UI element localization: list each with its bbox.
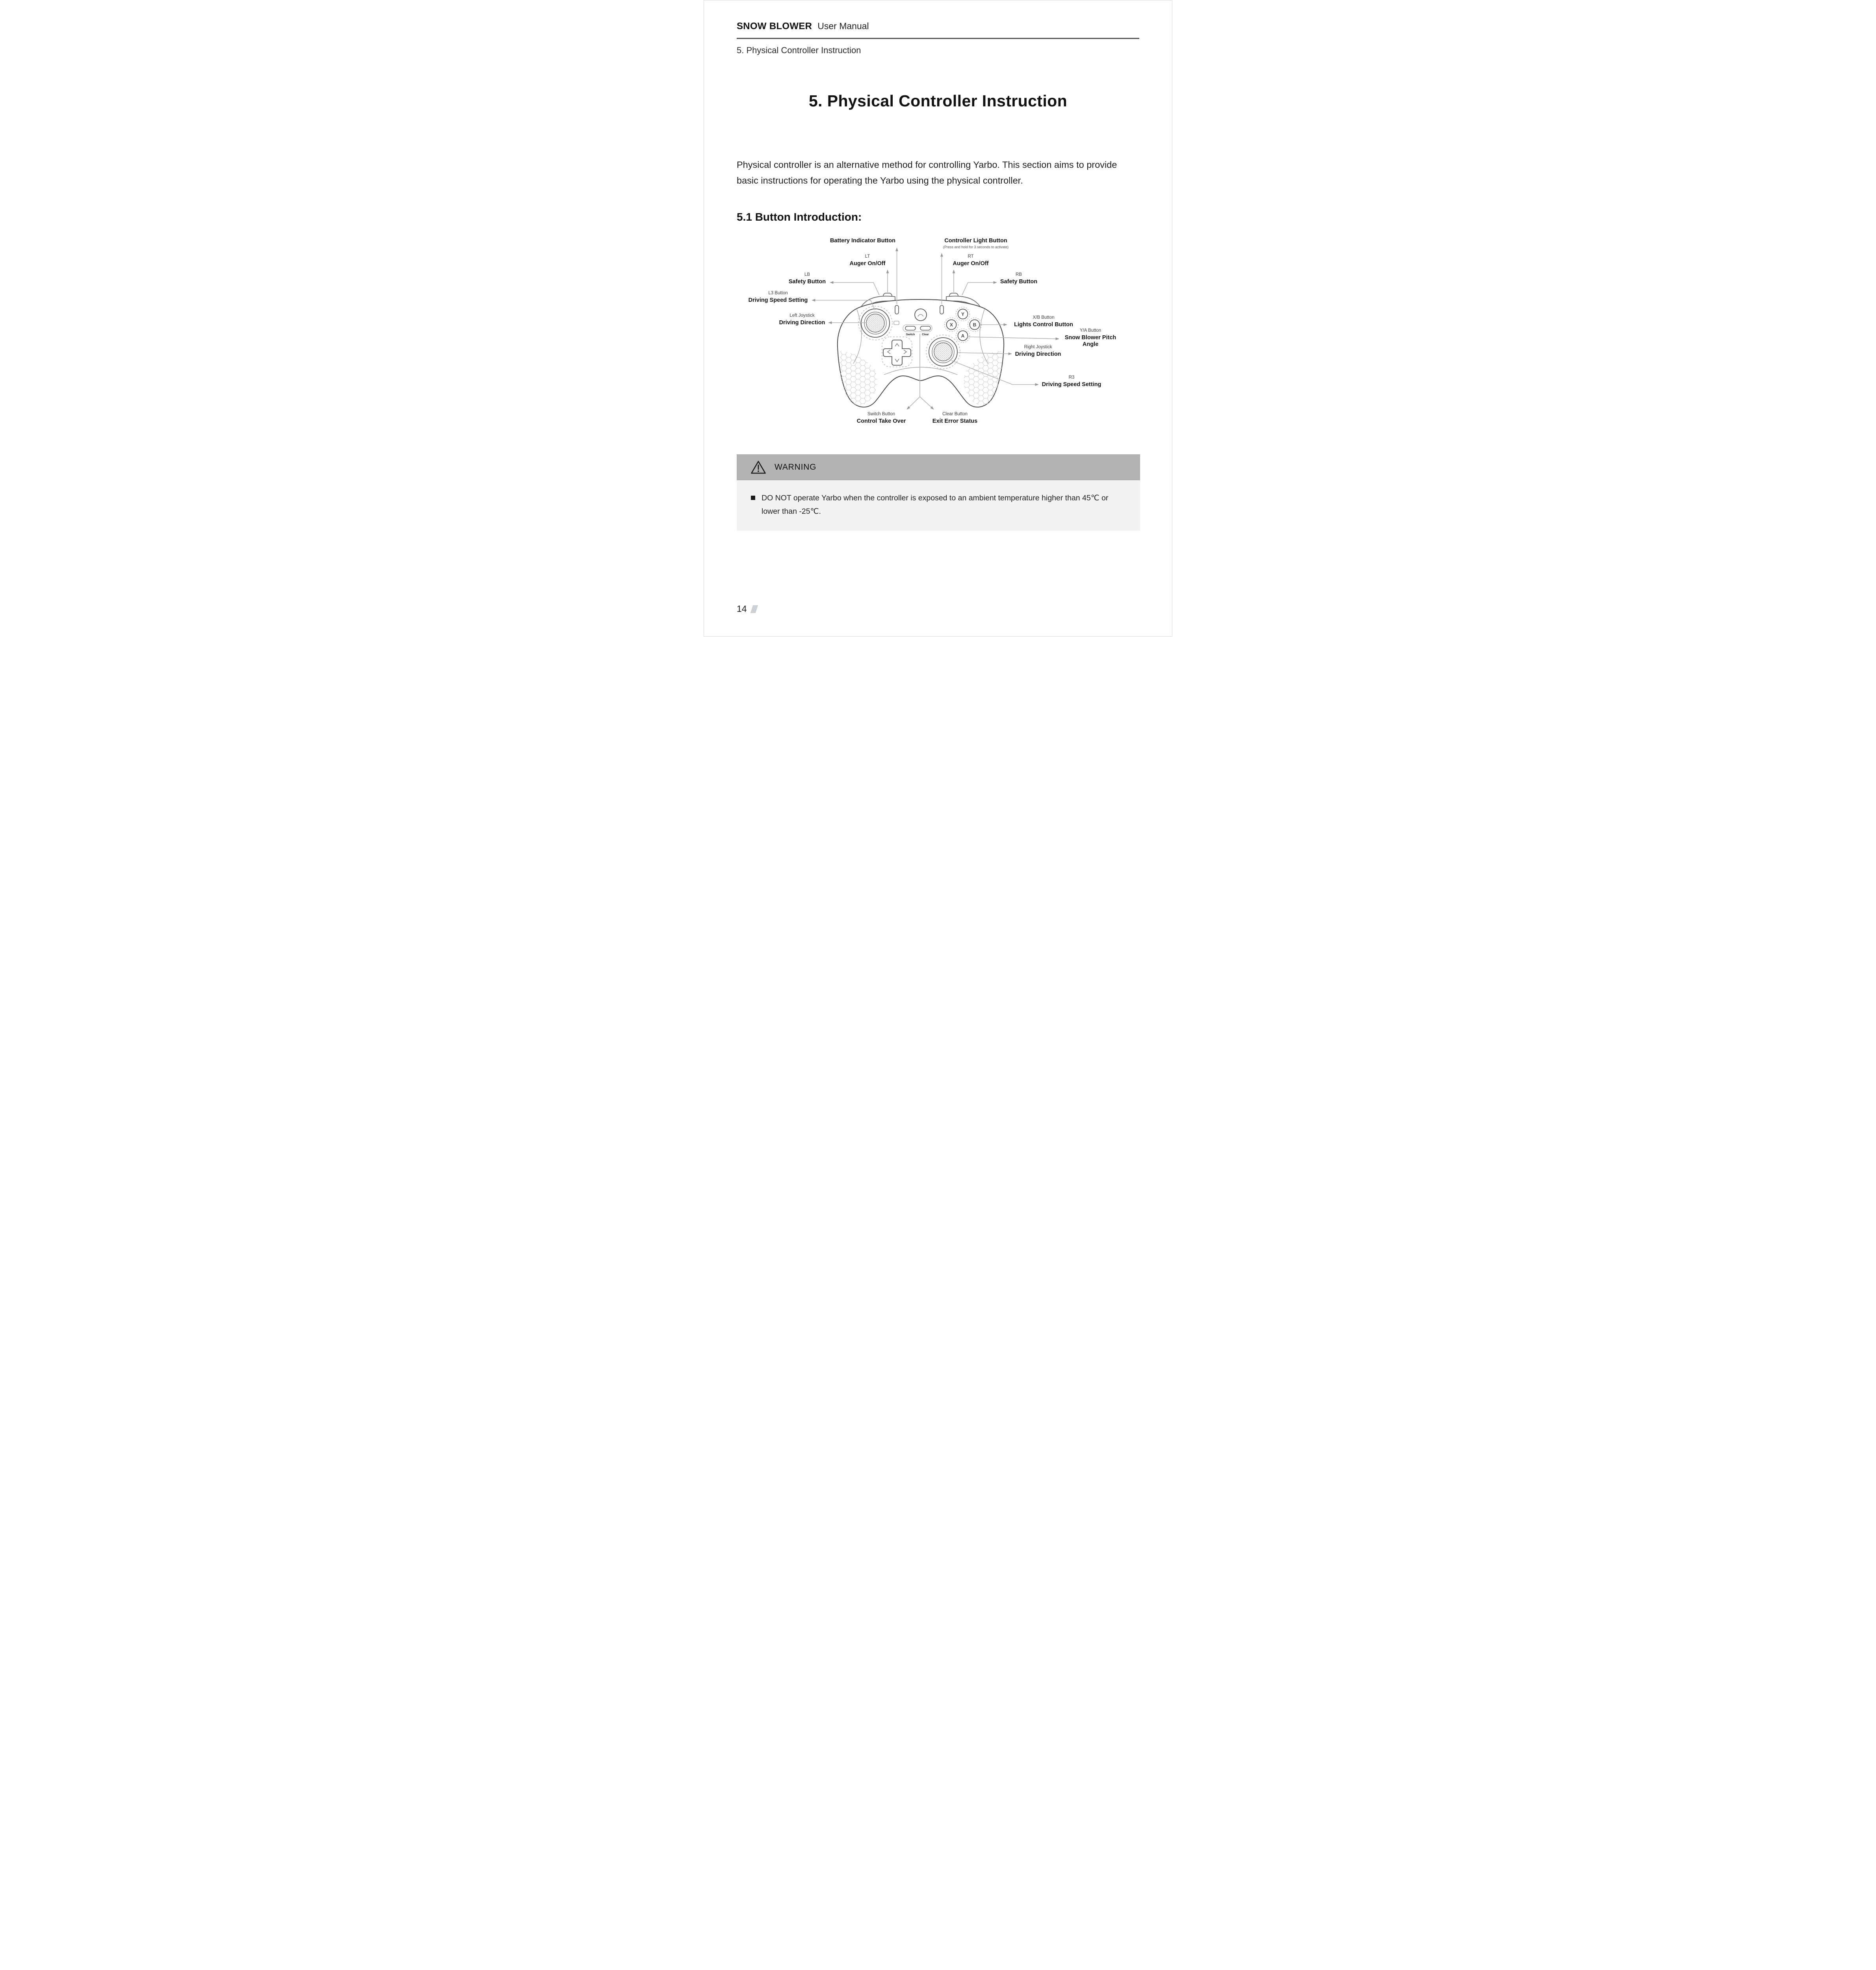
body-seams	[853, 309, 988, 375]
document-header: SNOW BLOWER User Manual	[737, 21, 1139, 32]
callout-button-name: LB	[804, 272, 810, 277]
left-joystick	[858, 306, 893, 340]
callout-rb: RB Safety Button	[1000, 272, 1037, 285]
a-button	[957, 330, 968, 341]
dpad-arrows	[887, 343, 907, 362]
battery-icon	[893, 321, 899, 325]
callout-button-name: RT	[968, 254, 974, 259]
warning-icon	[751, 461, 766, 474]
a-button-label: A	[961, 333, 965, 338]
intro-paragraph: Physical controller is an alternative me…	[737, 160, 1117, 186]
y-button	[957, 309, 968, 320]
switch-button-label: Switch	[906, 333, 915, 336]
callout-button-name: Switch Button	[867, 411, 895, 416]
callout-battery-indicator: Battery Indicator Button	[830, 238, 895, 244]
callout-function: Control Take Over	[856, 418, 906, 425]
callout-button-name: Clear Button	[942, 411, 968, 416]
callout-button-name: Y/A Button	[1079, 328, 1101, 333]
callout-xb: X/B Button Lights Control Button	[1014, 315, 1073, 328]
doc-type: User Manual	[817, 21, 869, 31]
callout-rt: RT Auger On/Off	[953, 254, 988, 267]
callout-switch: Switch Button Control Take Over	[857, 412, 906, 425]
callout-note: (Press and hold for 3 seconds to activat…	[943, 245, 1009, 249]
switch-button	[905, 326, 916, 331]
callout-button-name: L3 Button	[768, 290, 788, 296]
callout-right-joystick: Right Joystick Driving Direction	[1015, 345, 1061, 358]
warning-box: WARNING DO NOT operate Yarbo when the co…	[737, 454, 1140, 531]
console-plate	[903, 324, 932, 332]
dpad	[882, 336, 912, 367]
callout-button-name: LT	[865, 254, 870, 259]
leader-lines	[812, 247, 1059, 410]
warning-title: WARNING	[775, 462, 817, 472]
x-button	[946, 319, 957, 330]
brand-title: SNOW BLOWER	[737, 21, 812, 32]
home-button-logo	[918, 314, 924, 317]
clear-button	[920, 326, 931, 331]
callout-function: Safety Button	[788, 279, 826, 285]
callout-function: Exit Error Status	[932, 418, 978, 425]
callout-button-name: RB	[1016, 272, 1022, 277]
page-title: 5. Physical Controller Instruction	[808, 92, 1068, 110]
callout-button-name: Left Joystick	[789, 313, 815, 318]
warning-item: DO NOT operate Yarbo when the controller…	[751, 491, 1126, 518]
callout-function: Auger On/Off	[953, 260, 989, 267]
callout-controller-light: Controller Light Button (Press and hold …	[943, 238, 1009, 249]
callout-function: Snow Blower Pitch Angle	[1064, 335, 1116, 348]
breadcrumb: 5. Physical Controller Instruction	[737, 45, 861, 55]
warning-body: DO NOT operate Yarbo when the controller…	[737, 480, 1140, 531]
callout-button-name: R3	[1068, 375, 1075, 380]
callout-l3: L3 Button Driving Speed Setting	[749, 291, 808, 304]
callout-ya: Y/A Button Snow Blower Pitch Angle	[1061, 328, 1120, 348]
page-number: 14	[737, 604, 747, 614]
callout-clear: Clear Button Exit Error Status	[932, 412, 977, 425]
center-console: Switch Clear	[893, 305, 944, 336]
header-rule	[737, 38, 1139, 39]
controller-light-button	[940, 305, 944, 314]
callout-lt: LT Auger On/Off	[849, 254, 885, 267]
controller-diagram: Y X B A Switch Clear	[737, 234, 1140, 431]
controller-illustration: Y X B A Switch Clear	[812, 247, 1059, 410]
callout-function: Lights Control Button	[1014, 322, 1073, 328]
grip-texture	[839, 350, 1002, 405]
b-button-label: B	[973, 322, 977, 327]
callout-button-name: Right Joystick	[1024, 344, 1052, 349]
callout-function: Driving Speed Setting	[1042, 381, 1101, 388]
callout-function: Controller Light Button	[944, 237, 1007, 244]
right-joystick	[926, 335, 960, 369]
callout-r3: R3 Driving Speed Setting	[1042, 375, 1101, 388]
callout-function: Driving Speed Setting	[748, 297, 808, 304]
warning-text: DO NOT operate Yarbo when the controller…	[762, 493, 1109, 516]
callout-lb: LB Safety Button	[789, 272, 826, 285]
callout-function: Safety Button	[1000, 279, 1038, 285]
section-heading: 5.1 Button Introduction:	[737, 210, 862, 223]
manual-page: SNOW BLOWER User Manual 5. Physical Cont…	[704, 0, 1172, 637]
clear-button-label: Clear	[922, 333, 929, 336]
callout-function: Driving Direction	[779, 320, 825, 326]
battery-indicator-button	[895, 305, 899, 314]
footer-slash-icon	[750, 605, 758, 613]
callout-function: Driving Direction	[1015, 351, 1061, 358]
square-bullet-icon	[751, 495, 755, 500]
y-button-label: Y	[961, 311, 964, 317]
b-button	[969, 319, 980, 330]
callout-left-joystick: Left Joystick Driving Direction	[779, 313, 825, 326]
face-buttons: Y X B A	[944, 307, 982, 343]
callout-function: Auger On/Off	[849, 260, 886, 267]
callout-button-name: X/B Button	[1033, 315, 1055, 320]
warning-header: WARNING	[737, 454, 1140, 480]
home-button	[914, 308, 927, 321]
callout-function: Battery Indicator Button	[830, 237, 895, 244]
x-button-label: X	[950, 322, 953, 327]
page-footer: 14	[737, 604, 758, 614]
